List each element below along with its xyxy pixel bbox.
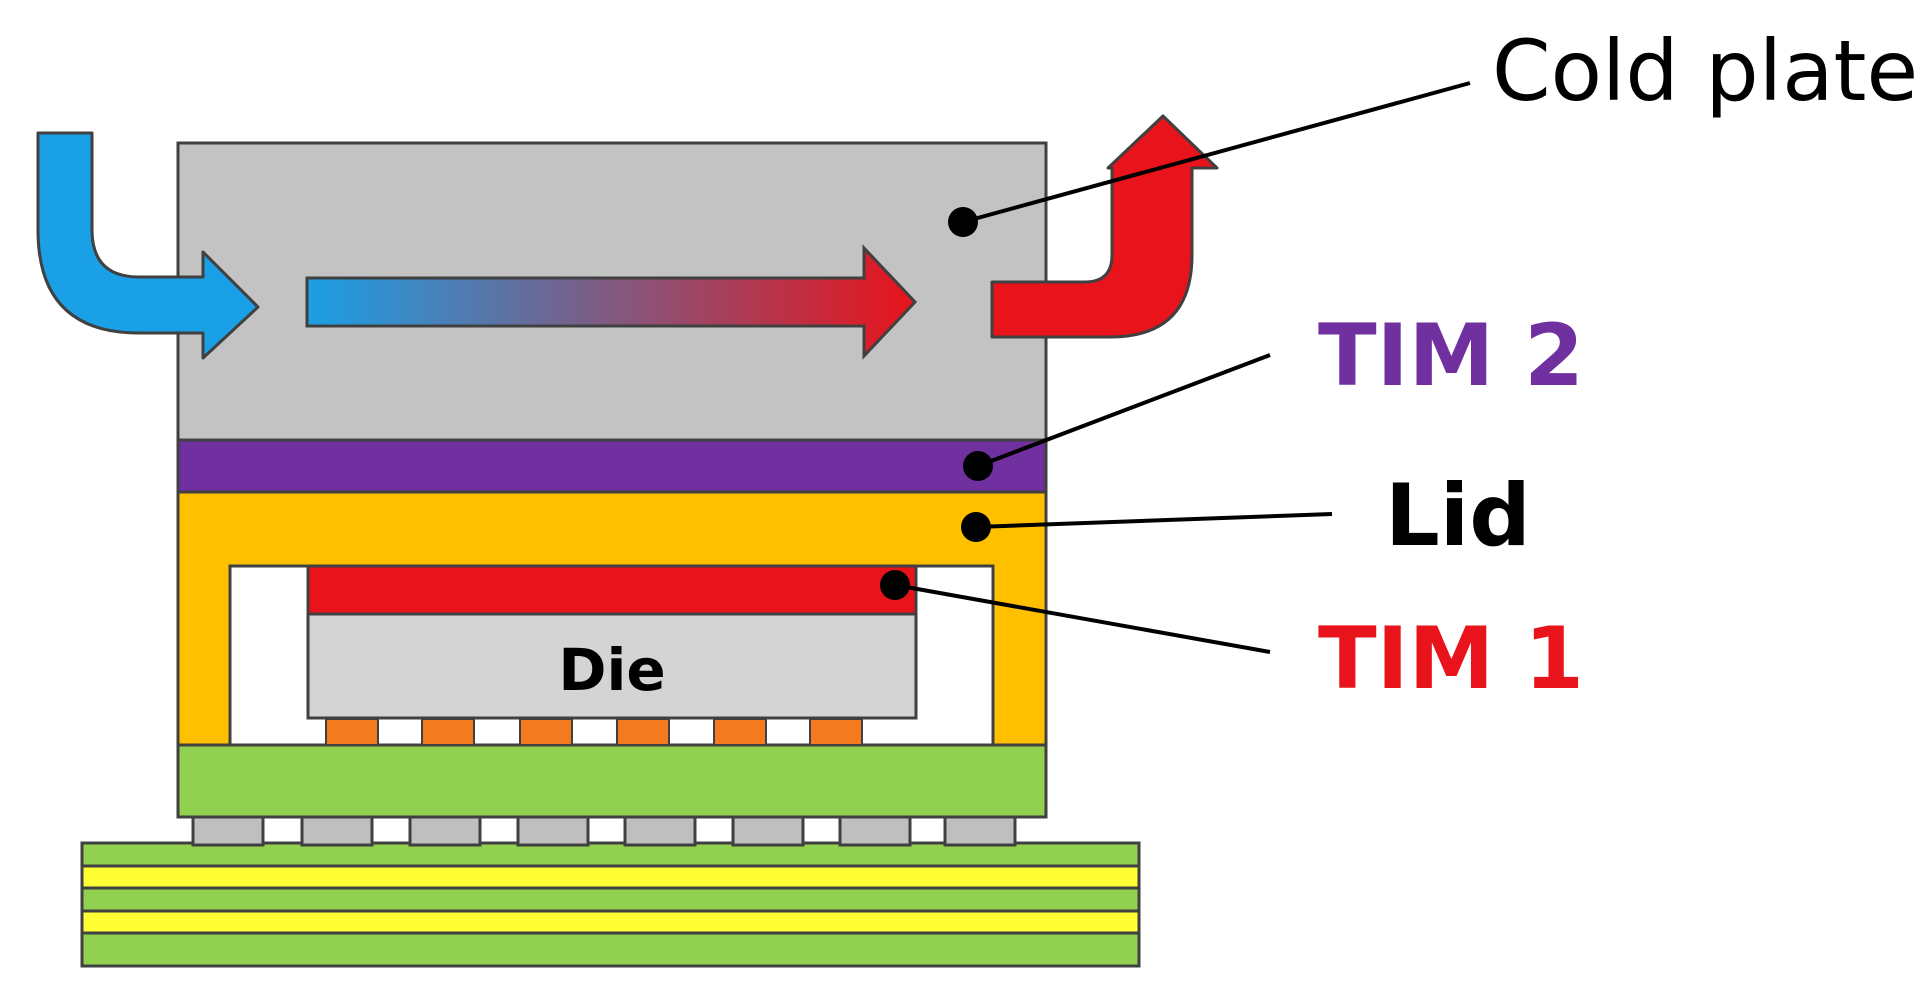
pcb-layer-3: [80, 886, 1141, 913]
tim2-layer: [176, 438, 1048, 494]
solder-ball: [408, 813, 482, 847]
solder-balls: [191, 813, 1017, 847]
tim2-label: TIM 2: [1318, 306, 1584, 406]
die-bump: [325, 718, 379, 746]
solder-ball: [191, 813, 265, 847]
coolant-inlet-arrow-icon: [36, 131, 260, 360]
tim1-dot: [880, 570, 910, 600]
die-bump: [421, 718, 475, 746]
tim1-leader: [894, 583, 1271, 654]
lid-label: Lid: [1385, 466, 1531, 566]
die-bumps: [325, 718, 863, 746]
solder-ball: [623, 813, 697, 847]
die-bump: [713, 718, 767, 746]
coolant-outlet-arrow-icon: [990, 114, 1219, 339]
lid-dot: [961, 512, 991, 542]
die-bump: [519, 718, 573, 746]
pcb-layer-5: [80, 931, 1141, 968]
pcb-layer-4: [80, 909, 1141, 935]
coolant-flow-arrow-icon: [305, 244, 918, 360]
cold-plate-dot: [948, 207, 978, 237]
tim1-label: TIM 1: [1318, 609, 1584, 709]
solder-ball: [300, 813, 374, 847]
pcb: [80, 841, 1141, 968]
solder-ball: [838, 813, 912, 847]
die-bump: [616, 718, 670, 746]
tim1-layer: [306, 564, 918, 616]
solder-ball: [943, 813, 1017, 847]
solder-ball: [731, 813, 805, 847]
cold-plate-leader: [962, 81, 1471, 224]
tim2-leader: [977, 353, 1271, 468]
die-label: Die: [558, 636, 665, 704]
pcb-layer-2: [80, 864, 1141, 890]
leader-lines: [880, 81, 1471, 654]
tim2-dot: [963, 451, 993, 481]
die-bump: [809, 718, 863, 746]
lid-leader: [975, 512, 1333, 529]
solder-ball: [516, 813, 590, 847]
package-substrate: [176, 743, 1048, 819]
cold-plate-label: Cold plate: [1492, 22, 1918, 120]
